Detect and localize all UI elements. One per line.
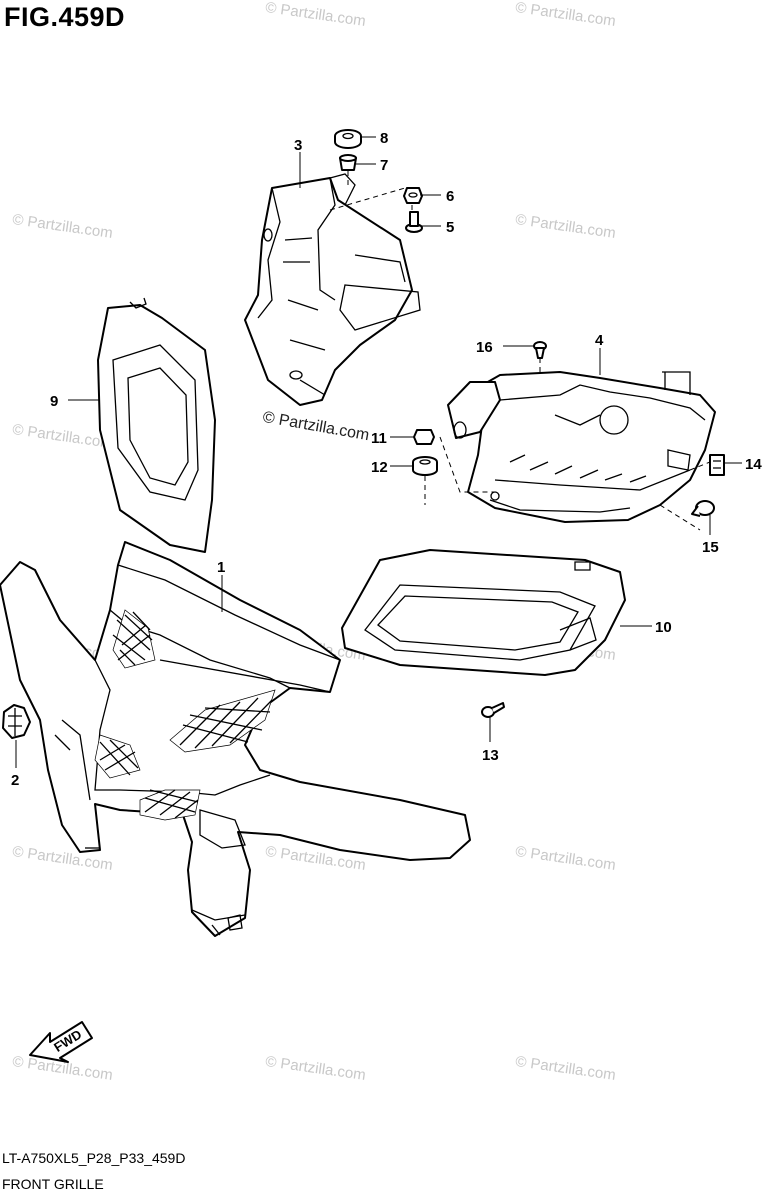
callout-6: 6 (446, 188, 454, 205)
callout-15: 15 (702, 539, 719, 556)
callout-12: 12 (371, 459, 388, 476)
part-16-screw (533, 341, 547, 359)
callout-9: 9 (50, 393, 58, 410)
part-4-tray (447, 371, 716, 523)
part-6-nut (403, 187, 423, 204)
callout-8: 8 (380, 130, 388, 147)
figure-code: LT-A750XL5_P28_P33_459D (2, 1150, 186, 1166)
fwd-arrow-icon: FWD (29, 1021, 93, 1063)
callout-14: 14 (745, 456, 762, 473)
callout-13: 13 (482, 747, 499, 764)
part-13-screw (481, 702, 505, 718)
part-8-grommet (334, 129, 362, 149)
callout-5: 5 (446, 219, 454, 236)
callout-3: 3 (294, 137, 302, 154)
part-7-collar (339, 154, 357, 171)
part-14-clip (709, 454, 725, 476)
part-12-grommet (412, 456, 438, 476)
callout-10: 10 (655, 619, 672, 636)
part-5-bolt (405, 211, 423, 233)
callout-1: 1 (217, 559, 225, 576)
part-9-bezel (97, 297, 216, 553)
install-lines (329, 171, 711, 531)
callout-4: 4 (595, 332, 604, 349)
figure-name: FRONT GRILLE (2, 1176, 104, 1192)
part-2-clip (2, 704, 31, 739)
part-1-grille (0, 541, 471, 937)
part-3-bracket (244, 173, 421, 406)
leader-lines (15, 136, 742, 768)
part-11-nut (413, 429, 435, 445)
part-15-rivet (691, 500, 715, 517)
callout-11: 11 (371, 430, 387, 447)
callout-16: 16 (476, 339, 493, 356)
part-10-bezel (341, 549, 626, 676)
callout-7: 7 (380, 157, 388, 174)
callout-2: 2 (11, 772, 19, 789)
figure-title: FIG.459D (4, 2, 126, 32)
